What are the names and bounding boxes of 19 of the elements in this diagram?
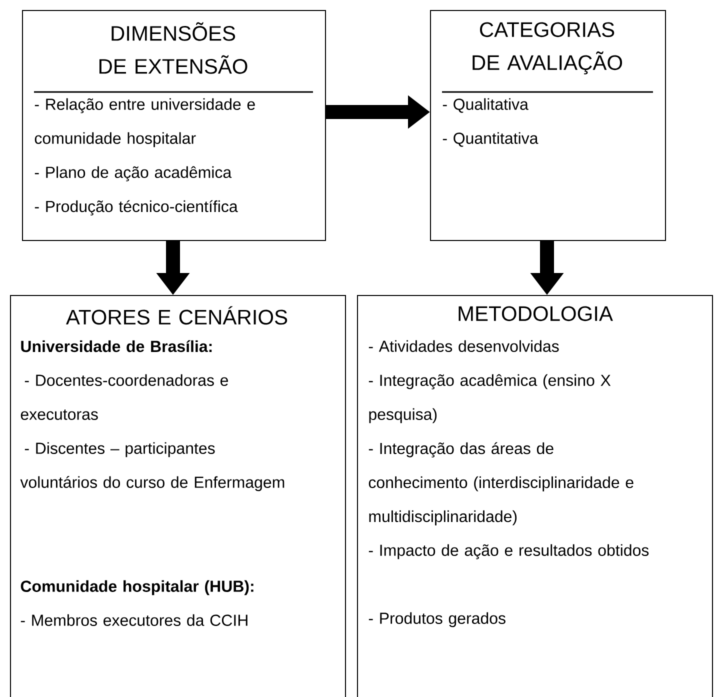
list-item: - Plano de ação acadêmica [34,166,232,182]
list-item: - Qualitativa [442,98,528,113]
box-heading: DIMENSÕES DE EXTENSÃO [99,22,248,74]
list-item: - Docentes-coordenadoras e executoras [20,374,228,420]
section-label: Universidade de Brasília: [21,340,212,352]
section-label: Comunidade hospitalar (HUB): [20,580,254,596]
list-item: - Discentes – participantes voluntários do curso de Enfermagem [20,442,284,492]
list-item: - Integração das áreas de conhecimento (interdisciplinaridade e multidisciplinaridade) [368,442,634,526]
box-heading: CATEGORIAS DE AVALIAÇÃO [472,22,622,74]
list-item: - Integração acadêmica (ensino X pesquisa) [368,374,611,424]
list-item: - Relação entre universidade e comunidade hospitalar [34,98,255,148]
list-item: - Produtos gerados [368,612,506,628]
list-item: - Impacto de ação e resultados obtidos [368,544,649,560]
box-heading: ATORES E CENÁRIOS [66,306,288,325]
list-item: - Atividades desenvolvidas [368,340,559,352]
box-heading: METODOLOGIA [458,306,613,322]
list-item: - Produção técnico-científica [34,200,238,216]
list-item: - Membros executores da CCIH [20,614,248,626]
list-item: - Quantitativa [442,132,538,147]
